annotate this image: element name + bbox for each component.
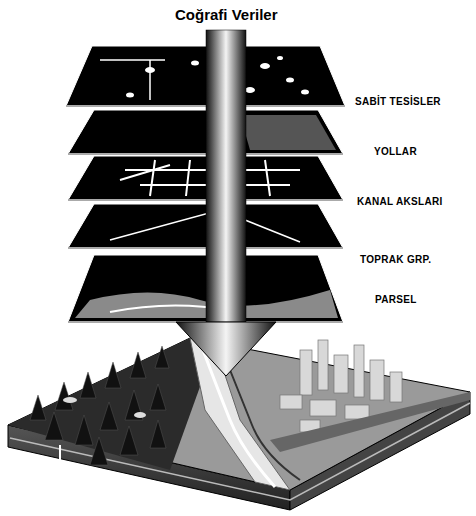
layer-label: PARSEL [375, 294, 417, 305]
landscape [8, 338, 470, 510]
data-layers [66, 46, 345, 322]
layer-label: KANAL AKSLARI [357, 196, 443, 207]
layer-label: YOLLAR [374, 146, 417, 157]
data-flow-arrow [176, 30, 276, 376]
diagram-title: Coğrafi Veriler [175, 6, 278, 23]
layer-label: TOPRAK GRP. [360, 254, 431, 265]
layer-label: SABİT TESİSLER [355, 96, 441, 107]
